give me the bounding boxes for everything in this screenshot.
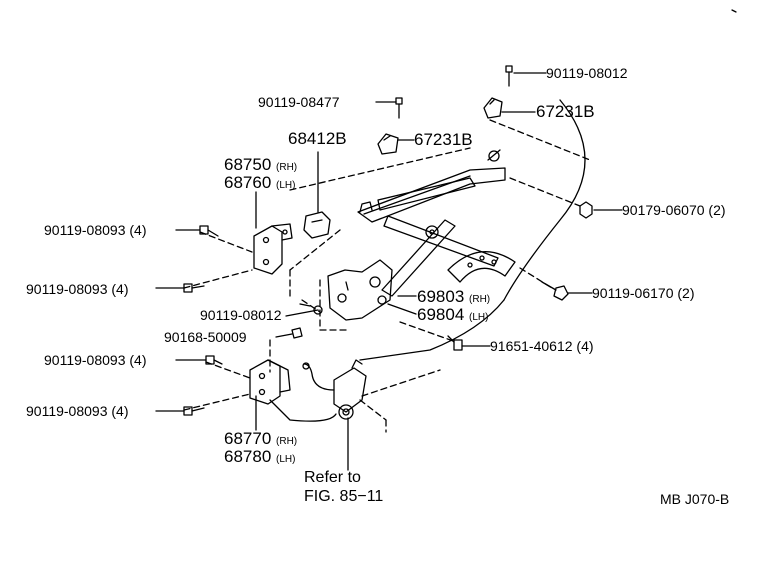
part-69803: 69803 bbox=[417, 287, 465, 306]
fasteners bbox=[183, 9, 737, 416]
part-68750: 68750 bbox=[224, 155, 272, 174]
label-90119-08477: 90119-08477 bbox=[258, 94, 340, 110]
curve-lines bbox=[269, 99, 586, 422]
label-90168-50009: 90168-50009 bbox=[164, 329, 247, 345]
rh-tag: (RH) bbox=[469, 294, 491, 305]
label-90119-08012-center: 90119-08012 bbox=[200, 307, 282, 323]
label-left-2: 90119-08093 (4) bbox=[26, 281, 129, 297]
refer-line-2: FIG. 85−11 bbox=[304, 488, 384, 505]
label-upper-hinge: 68750 (RH) 68760 (LH) bbox=[224, 156, 297, 192]
label-68412b: 68412B bbox=[288, 129, 347, 148]
label-left-4: 90119-08093 (4) bbox=[26, 403, 129, 419]
dashed-lines bbox=[183, 119, 591, 433]
refer-note: Refer to FIG. 85−11 bbox=[304, 468, 383, 506]
part-68760: 68760 bbox=[224, 173, 272, 192]
label-67231b-top: 67231B bbox=[536, 102, 595, 121]
upper-hinge bbox=[253, 223, 293, 275]
label-90119-06170: 90119-06170 (2) bbox=[592, 285, 695, 301]
part-68770: 68770 bbox=[224, 429, 272, 448]
lh-tag: (LH) bbox=[469, 312, 489, 323]
window-motor bbox=[302, 359, 367, 420]
rh-tag: (RH) bbox=[276, 436, 298, 447]
bracket-parts bbox=[377, 97, 503, 155]
leader-lines bbox=[155, 72, 623, 471]
part-69804: 69804 bbox=[417, 305, 465, 324]
refer-line-1: Refer to bbox=[304, 469, 361, 486]
rh-tag: (RH) bbox=[276, 162, 298, 173]
clip-part bbox=[303, 211, 331, 239]
lower-hinge bbox=[249, 359, 291, 405]
window-regulator bbox=[327, 149, 516, 321]
label-left-1: 90119-08093 (4) bbox=[44, 222, 147, 238]
label-regulator: 69803 (RH) 69804 (LH) bbox=[417, 288, 490, 324]
label-lower-hinge: 68770 (RH) 68780 (LH) bbox=[224, 430, 297, 466]
diagram-code: MB J070-B bbox=[660, 491, 730, 507]
label-left-3: 90119-08093 (4) bbox=[44, 352, 147, 368]
lh-tag: (LH) bbox=[276, 180, 296, 191]
lh-tag: (LH) bbox=[276, 454, 296, 465]
label-67231b-mid: 67231B bbox=[414, 130, 473, 149]
label-90119-08012-top: 90119-08012 bbox=[546, 65, 628, 81]
label-91651-40612: 91651-40612 (4) bbox=[490, 338, 594, 354]
part-68780: 68780 bbox=[224, 447, 272, 466]
label-90179-06070: 90179-06070 (2) bbox=[622, 202, 726, 218]
